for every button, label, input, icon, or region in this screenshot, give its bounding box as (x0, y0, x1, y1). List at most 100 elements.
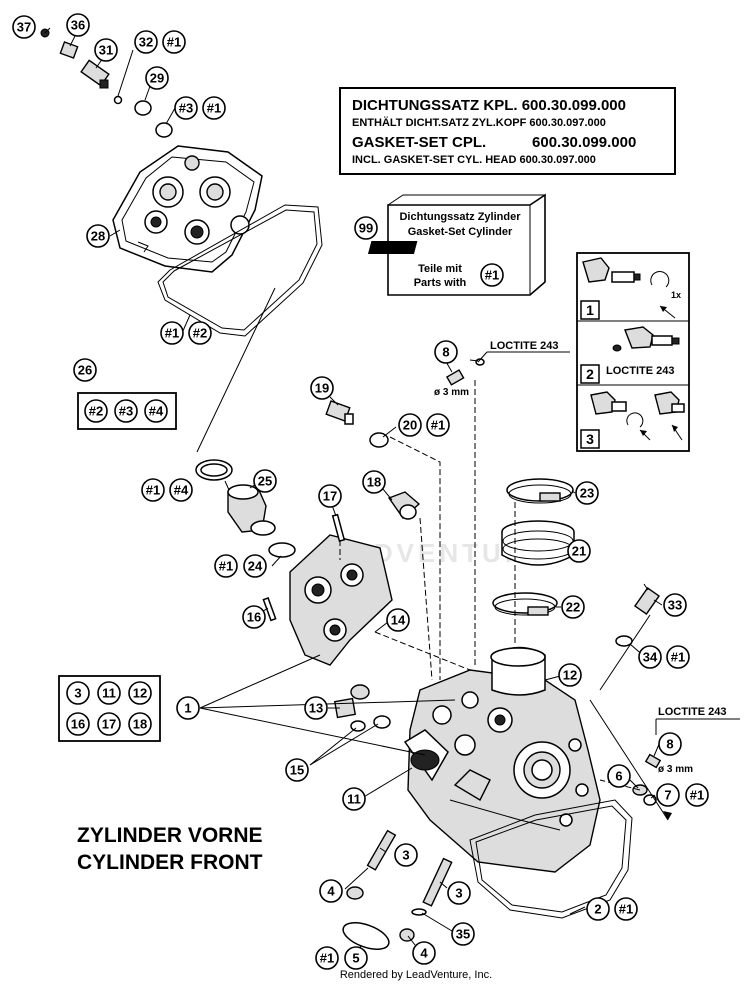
callout-24[interactable]: 24 (243, 554, 267, 578)
callout-3-left[interactable]: 3 (394, 843, 418, 867)
svg-text:#1: #1 (146, 483, 160, 498)
step-2-note: LOCTITE 243 (606, 365, 674, 377)
callout-gasket-ref-1[interactable]: #1 (160, 321, 184, 345)
part-washer-7 (643, 794, 657, 806)
part-bolt-29 (134, 100, 152, 116)
callout-20-ref[interactable]: #1 (426, 413, 450, 437)
callout-1-item-3[interactable]: 12 (128, 681, 152, 705)
callout-24-ref[interactable]: #1 (214, 554, 238, 578)
part-ring-24b (268, 542, 296, 558)
svg-text:22: 22 (566, 600, 580, 615)
callouts: 37 36 31 32 #1 29 #3 #1 28 99 26 #1 #2 8… (12, 13, 709, 970)
callout-2-ref[interactable]: #1 (614, 897, 638, 921)
callout-2[interactable]: 2 (586, 897, 610, 921)
callout-18[interactable]: 18 (362, 470, 386, 494)
callout-8-top[interactable]: 8 (434, 340, 458, 364)
callout-20[interactable]: 20 (398, 413, 422, 437)
kit-line4: Parts with (414, 277, 467, 289)
callout-17[interactable]: 17 (318, 484, 342, 508)
callout-15[interactable]: 15 (285, 758, 309, 782)
part-sensor-31 (80, 59, 110, 89)
gasket-set-line3: GASKET-SET CPL. 600.30.099.000 (352, 134, 636, 151)
callout-23[interactable]: 23 (575, 481, 599, 505)
callout-28[interactable]: 28 (86, 224, 110, 248)
part-tensioner-18 (387, 491, 421, 520)
part-oring-4 (195, 459, 233, 481)
part-oring-32 (113, 95, 123, 105)
callout-25[interactable]: 25 (253, 469, 277, 493)
callout-34[interactable]: 34 (638, 645, 662, 669)
callout-5-ref[interactable]: #1 (315, 946, 339, 970)
callout-19[interactable]: 19 (310, 376, 334, 400)
callout-oring-ref-1[interactable]: #1 (141, 478, 165, 502)
callout-7[interactable]: 7 (656, 783, 680, 807)
callout-1-item-4[interactable]: 16 (66, 712, 90, 736)
callout-3-right[interactable]: 3 (447, 881, 471, 905)
callout-1-item-2[interactable]: 11 (97, 681, 121, 705)
callout-7-ref[interactable]: #1 (685, 783, 709, 807)
callout-5[interactable]: 5 (344, 946, 368, 970)
callout-29[interactable]: 29 (145, 66, 169, 90)
part-plug-13 (333, 684, 370, 719)
svg-text:12: 12 (133, 686, 147, 701)
callout-4-bottom[interactable]: 4 (412, 941, 436, 965)
callout-26[interactable]: 26 (73, 358, 97, 382)
callout-22[interactable]: 22 (561, 595, 585, 619)
callout-1-item-1[interactable]: 3 (66, 681, 90, 705)
gasket-set-line1: DICHTUNGSSATZ KPL. 600.30.099.000 (352, 97, 626, 114)
callout-36[interactable]: 36 (66, 13, 90, 37)
callout-14[interactable]: 14 (386, 608, 410, 632)
callout-16[interactable]: 16 (242, 605, 266, 629)
gasket-set-box: DICHTUNGSSATZ KPL. 600.30.099.000 ENTHÄL… (339, 87, 676, 175)
step-2-illustration: LOCTITE 243 (606, 326, 680, 377)
svg-text:#4: #4 (174, 483, 189, 498)
svg-text:#2: #2 (89, 404, 103, 419)
callout-37[interactable]: 37 (12, 15, 36, 39)
svg-text:21: 21 (572, 544, 586, 559)
callout-33[interactable]: 33 (663, 593, 687, 617)
callout-3-hash-ref[interactable]: #1 (202, 96, 226, 120)
callout-kit-ref[interactable]: #1 (480, 263, 504, 287)
callout-6[interactable]: 6 (607, 764, 631, 788)
callout-11[interactable]: 11 (342, 787, 366, 811)
svg-text:31: 31 (99, 43, 113, 58)
callout-32[interactable]: 32 (134, 30, 158, 54)
callout-26-item-3[interactable]: #4 (144, 399, 168, 423)
callout-12[interactable]: 12 (558, 663, 582, 687)
callout-32-ref[interactable]: #1 (162, 30, 186, 54)
callout-8-right[interactable]: 8 (658, 732, 682, 756)
callout-oring-ref-4[interactable]: #4 (169, 478, 193, 502)
part-nut-4b (399, 928, 415, 942)
cylinder-gasket-kit-box: Dichtungssatz Zylinder Gasket-Set Cylind… (367, 193, 546, 296)
svg-text:14: 14 (391, 613, 406, 628)
svg-text:17: 17 (323, 489, 337, 504)
callout-gasket-ref-2[interactable]: #2 (188, 321, 212, 345)
part-clamp-22 (492, 592, 558, 616)
callout-3-hash[interactable]: #3 (174, 96, 198, 120)
callout-4-left[interactable]: 4 (319, 879, 343, 903)
svg-text:26: 26 (78, 363, 92, 378)
step-3-illustration (590, 391, 685, 441)
part-plug-19 (325, 400, 354, 425)
group-1-box: 3 11 12 16 17 18 (58, 675, 161, 742)
callout-26-item-2[interactable]: #3 (114, 399, 138, 423)
part-clamp-23 (506, 478, 574, 504)
callout-26-item-1[interactable]: #2 (84, 399, 108, 423)
loctite-right: LOCTITE 243 ø 3 mm (655, 706, 740, 775)
svg-text:#1: #1 (690, 788, 704, 803)
callout-1-item-6[interactable]: 18 (128, 712, 152, 736)
svg-text:#3: #3 (179, 101, 193, 116)
svg-text:#1: #1 (431, 418, 445, 433)
part-valve-cover-28 (112, 145, 323, 337)
callout-99[interactable]: 99 (354, 216, 378, 240)
callout-21[interactable]: 21 (567, 539, 591, 563)
callout-1[interactable]: 1 (176, 696, 200, 720)
callout-34-ref[interactable]: #1 (666, 645, 690, 669)
callout-1-item-5[interactable]: 17 (97, 712, 121, 736)
callout-13[interactable]: 13 (304, 696, 328, 720)
svg-text:18: 18 (367, 475, 381, 490)
callout-31[interactable]: 31 (94, 38, 118, 62)
svg-text:37: 37 (17, 20, 31, 35)
svg-text:28: 28 (91, 229, 105, 244)
callout-35[interactable]: 35 (451, 922, 475, 946)
